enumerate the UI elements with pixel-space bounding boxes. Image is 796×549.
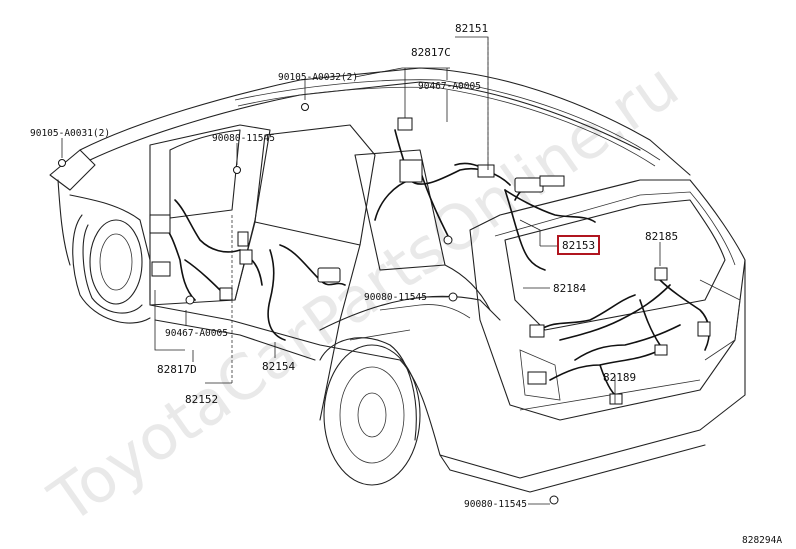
connector-icon <box>149 214 171 234</box>
clip-icon <box>58 159 66 167</box>
clip-icon <box>443 235 453 245</box>
label-82817d[interactable]: 82817D <box>157 363 197 376</box>
roof-harness-82151 <box>58 103 511 245</box>
label-82154[interactable]: 82154 <box>262 360 295 373</box>
label-90080-bottom[interactable]: 90080-11545 <box>464 499 527 510</box>
label-90080-mid[interactable]: 90080-11545 <box>364 292 427 303</box>
connector-icon <box>219 287 233 301</box>
connector-icon <box>239 249 253 265</box>
label-82817c[interactable]: 82817C <box>411 46 451 59</box>
connector-icon <box>529 324 545 338</box>
connector-icon <box>654 344 668 356</box>
part-labels: 82151 82817C 90467-A0005 90105-A0032(2) … <box>30 22 782 546</box>
highlight-box-82153 <box>557 235 600 255</box>
connector-icon <box>527 371 547 385</box>
clip-icon <box>549 495 559 505</box>
clip-icon <box>448 292 458 302</box>
connector-icon <box>397 117 413 131</box>
label-90467-top[interactable]: 90467-A0005 <box>418 81 481 92</box>
label-82152[interactable]: 82152 <box>185 393 218 406</box>
diagram-code: 828294A <box>742 535 782 546</box>
connector-icon <box>399 159 423 183</box>
connector-icon <box>697 321 711 337</box>
back-door-harness-82189 <box>527 267 711 505</box>
clip-icon <box>185 295 195 305</box>
clip-icon <box>301 103 309 111</box>
connector-icon <box>237 231 249 247</box>
label-82153[interactable]: 82153 <box>562 239 595 252</box>
label-90105-a0031[interactable]: 90105-A0031(2) <box>30 128 110 139</box>
label-82185[interactable]: 82185 <box>645 230 678 243</box>
label-82151[interactable]: 82151 <box>455 22 488 35</box>
connector-icon <box>609 393 623 405</box>
leader-lines <box>61 36 661 505</box>
connector-icon <box>654 267 668 281</box>
label-90080-top[interactable]: 90080-11545 <box>212 133 275 144</box>
connector-icon <box>539 175 565 187</box>
vehicle-body-outline <box>49 67 746 493</box>
clip-icon <box>233 166 241 174</box>
connector-icon <box>477 164 495 178</box>
connector-icon <box>151 261 171 277</box>
rear-door-harness-82154 <box>239 244 346 341</box>
connector-icon <box>514 177 544 193</box>
label-82184[interactable]: 82184 <box>553 282 586 295</box>
label-90467-left[interactable]: 90467-A0005 <box>165 328 228 339</box>
label-90105-a0032[interactable]: 90105-A0032(2) <box>278 72 358 83</box>
front-door-harness-82152 <box>149 166 249 305</box>
liftgate-harness-82184 <box>448 175 596 302</box>
connector-icon <box>317 267 341 283</box>
label-82189[interactable]: 82189 <box>603 371 636 384</box>
